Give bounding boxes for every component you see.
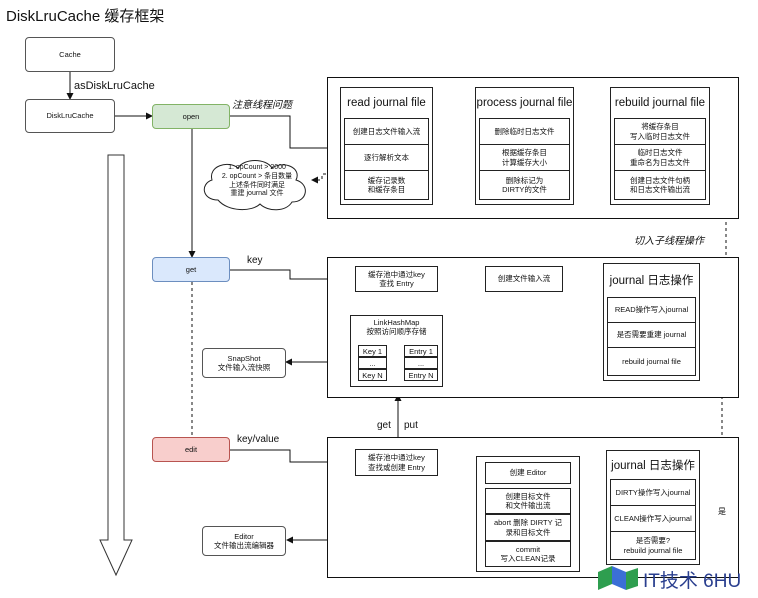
disklrucache-node: DiskLruCache	[25, 99, 115, 133]
get-journal-item-3: rebuild journal file	[607, 347, 696, 376]
editor-item-4: commit 写入CLEAN记录	[485, 541, 571, 567]
map-entry-2: ...	[404, 357, 438, 369]
rebuild-journal-title: rebuild journal file	[614, 97, 706, 109]
linkhashmap-stack: LinkHashMap 按照访问顺序存储 Key 1 ... Key N Ent…	[350, 315, 443, 387]
get-label: get	[377, 420, 391, 431]
read-journal-stack: read journal file 创建日志文件输入流 逐行解析文本 缓存记录数…	[340, 87, 433, 205]
edit-journal-item-1: DIRTY操作写入journal	[610, 479, 696, 506]
get-journal-item-1: READ操作写入journal	[607, 297, 696, 323]
editor-item-3: abort 删除 DIRTY 记 录和目标文件	[485, 514, 571, 541]
read-journal-title: read journal file	[347, 97, 426, 109]
linkhashmap-title: LinkHashMap 按照访问顺序存储	[366, 318, 427, 336]
editor-node: Editor 文件输出流编辑器	[202, 526, 286, 556]
put-label: put	[404, 420, 418, 431]
edit-journal-title: journal 日志操作	[611, 460, 695, 472]
editor-item-1: 创建 Editor	[485, 462, 571, 484]
thread-switch-label: 切入子线程操作	[634, 236, 704, 247]
editor-item-2: 创建目标文件 和文件输出流	[485, 488, 571, 514]
get-lookup-box: 缓存池中通过key 查找 Entry	[355, 266, 438, 292]
rebuild-item-3: 创建日志文件句柄 和日志文件输出流	[614, 170, 706, 200]
read-item-3: 缓存记录数 和缓存条目	[344, 170, 429, 200]
as-disklrucache-label: asDiskLruCache	[74, 80, 155, 92]
page-title: DiskLruCache 缓存框架	[6, 8, 165, 25]
get-journal-item-2: 是否需要重建 journal	[607, 322, 696, 348]
edit-journal-item-2: CLEAN操作写入journal	[610, 505, 696, 532]
snapshot-node: SnapShot 文件输入流快照	[202, 348, 286, 378]
get-journal-title: journal 日志操作	[609, 275, 694, 287]
map-key-2: ...	[358, 357, 387, 369]
map-key-1: Key 1	[358, 345, 387, 357]
watermark-text: IT技术 6HU	[643, 571, 742, 592]
keyvalue-label: key/value	[237, 434, 280, 445]
process-item-2: 根据缓存条目 计算缓存大小	[479, 144, 570, 171]
map-entry-3: Entry N	[404, 369, 438, 381]
map-key-3: Key N	[358, 369, 387, 381]
rebuild-item-1: 将缓存条目 写入临时日志文件	[614, 118, 706, 145]
rebuild-journal-stack: rebuild journal file 将缓存条目 写入临时日志文件 临时日志…	[610, 87, 710, 205]
rebuild-item-2: 临时日志文件 重命名为日志文件	[614, 144, 706, 171]
process-journal-stack: process journal file 删除临时日志文件 根据缓存条目 计算缓…	[475, 87, 574, 205]
get-node: get	[152, 257, 230, 282]
cache-node: Cache	[25, 37, 115, 72]
process-journal-title: process journal file	[476, 97, 573, 109]
key-label: key	[247, 255, 263, 266]
watermark-logo-icon	[598, 564, 638, 590]
input-stream-box: 创建文件输入流	[485, 266, 563, 292]
cloud-text: 1. opCount > 2000 2. opCount > 条目数量 上述条件…	[221, 164, 293, 198]
edit-lookup-box: 缓存池中通过key 查找或创建 Entry	[355, 449, 438, 476]
yes-label: 是	[718, 507, 726, 516]
read-item-2: 逐行解析文本	[344, 144, 429, 171]
get-journal-stack: journal 日志操作 READ操作写入journal 是否需要重建 jour…	[603, 263, 700, 381]
process-item-3: 删除标记为 DIRTY的文件	[479, 170, 570, 200]
open-node: open	[152, 104, 230, 129]
edit-journal-item-3: 是否需要? rebuild journal file	[610, 531, 696, 560]
process-item-1: 删除临时日志文件	[479, 118, 570, 145]
edit-journal-stack: journal 日志操作 DIRTY操作写入journal CLEAN操作写入j…	[606, 450, 700, 565]
map-entry-1: Entry 1	[404, 345, 438, 357]
open-thread-note: 注意线程问题	[232, 100, 292, 111]
edit-node: edit	[152, 437, 230, 462]
read-item-1: 创建日志文件输入流	[344, 118, 429, 145]
editor-stack: 创建 Editor 创建目标文件 和文件输出流 abort 删除 DIRTY 记…	[476, 456, 580, 572]
cloud-shape	[203, 160, 306, 211]
